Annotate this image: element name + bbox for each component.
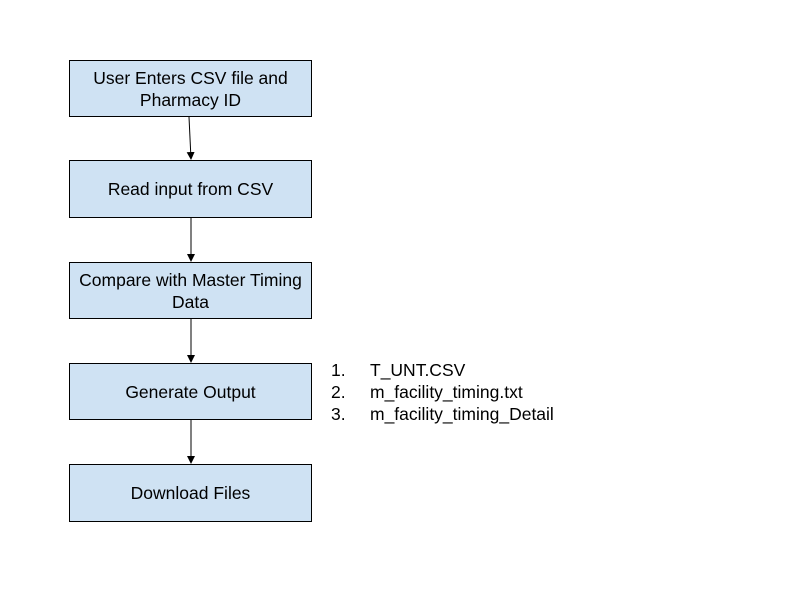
output-file-list: 1. T_UNT.CSV 2. m_facility_timing.txt 3.… — [331, 359, 554, 425]
step-compare-master-timing: Compare with Master Timing Data — [69, 262, 312, 319]
step-label: Read input from CSV — [107, 179, 274, 199]
list-number: 2. — [331, 382, 346, 402]
step-label: Download Files — [130, 483, 251, 503]
step-label: User Enters CSV file and Pharmacy ID — [93, 67, 288, 110]
list-number: 3. — [331, 404, 346, 424]
step-read-input: Read input from CSV — [69, 160, 312, 218]
list-number: 1. — [331, 360, 346, 380]
step-user-enters-csv: User Enters CSV file and Pharmacy ID — [69, 60, 312, 117]
output-file-name: T_UNT.CSV — [370, 360, 466, 380]
arrow-step1-to-step2 — [186, 116, 195, 160]
list-item: 2. m_facility_timing.txt — [331, 381, 554, 403]
step-download-files: Download Files — [69, 464, 312, 522]
output-file-name: m_facility_timing_Detail — [370, 404, 554, 424]
output-file-name: m_facility_timing.txt — [370, 382, 523, 402]
step-label: Generate Output — [125, 381, 256, 402]
list-item: 3. m_facility_timing_Detail — [331, 403, 554, 425]
step-label: Compare with Master Timing Data — [79, 269, 302, 312]
step-generate-output: Generate Output — [69, 363, 312, 420]
list-item: 1. T_UNT.CSV — [331, 359, 554, 381]
